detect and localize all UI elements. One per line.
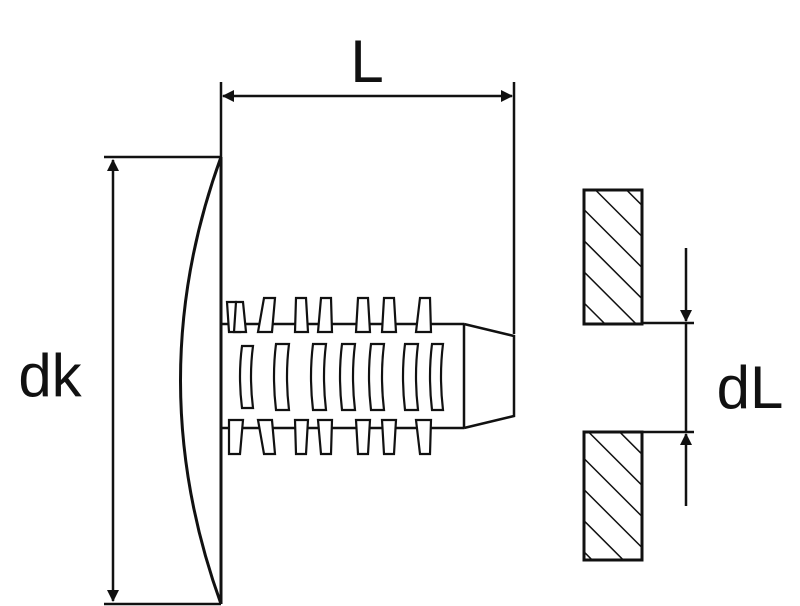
bottom-barbs xyxy=(227,418,433,456)
hole-diameter-label: dL xyxy=(717,354,784,421)
length-dimension: L xyxy=(219,28,516,334)
panel-upper-section xyxy=(582,188,644,326)
hole-diameter-dimension: dL xyxy=(642,248,783,506)
rivet-shank xyxy=(221,296,516,456)
panel-section xyxy=(582,188,644,562)
head-diameter-dimension: dk xyxy=(18,155,221,606)
rivet-head xyxy=(179,156,223,605)
rivet-tip xyxy=(463,322,516,430)
top-barbs xyxy=(225,296,433,334)
shank-slots xyxy=(238,342,445,412)
length-label: L xyxy=(350,28,383,95)
head-diameter-label: dk xyxy=(18,342,82,409)
panel-lower-section xyxy=(582,430,644,562)
